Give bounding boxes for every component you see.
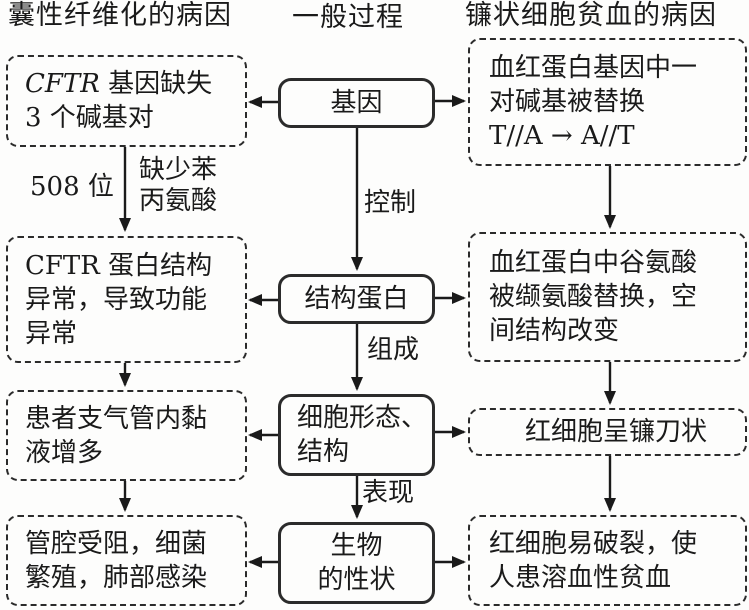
box-traits-text: 生物 的性状 — [317, 531, 396, 595]
label-position-508: 508 位 — [30, 172, 114, 202]
title-general-process: 一般过程 — [292, 2, 404, 33]
label-missing-phenylalanine: 缺少苯 丙氨酸 — [139, 155, 218, 216]
box-traits: 生物 的性状 — [278, 522, 435, 604]
box-cftr-gene-deletion: CFTR 基因缺失 3 个碱基对 — [6, 55, 247, 147]
box-cell-morphology-text: 细胞形态、 结构 — [297, 403, 428, 467]
box-structural-protein: 结构蛋白 — [278, 274, 435, 324]
box-rbc-rupture: 红细胞易破裂，使 人患溶血性贫血 — [468, 515, 747, 606]
box-gene: 基因 — [278, 78, 435, 128]
box-glutamate-valine-substitution: 血红蛋白中谷氨酸 被缬氨酸替换，空 间结构改变 — [468, 232, 747, 362]
cftr-gene-symbol: CFTR — [25, 69, 100, 99]
box-lumen-blocked-text: 管腔受阻，细菌 繁殖，肺部感染 — [25, 528, 208, 593]
box-lumen-blocked: 管腔受阻，细菌 繁殖，肺部感染 — [6, 515, 247, 606]
box-cftr-gene-deletion-text: CFTR 基因缺失 3 个碱基对 — [8, 67, 216, 135]
box-cftr-protein-abnormal-text: CFTR 蛋白结构 异常，导致功能 异常 — [25, 250, 213, 349]
box-hemoglobin-gene-mutation: 血红蛋白基因中一 对碱基被替换 T//A → A//T — [468, 38, 747, 166]
box-hemoglobin-gene-mutation-text: 血红蛋白基因中一 对碱基被替换 T//A → A//T — [489, 53, 698, 151]
box-mucus-increase: 患者支气管内黏 液增多 — [6, 390, 247, 481]
box-sickle-shaped-rbc-text: 红细胞呈镰刀状 — [524, 417, 707, 447]
box-structural-protein-text: 结构蛋白 — [304, 284, 409, 314]
label-compose: 组成 — [367, 335, 420, 365]
box-mucus-increase-text: 患者支气管内黏 液增多 — [25, 403, 208, 468]
label-express: 表现 — [362, 478, 415, 508]
box-sickle-shaped-rbc: 红细胞呈镰刀状 — [468, 408, 747, 456]
box-cftr-protein-abnormal: CFTR 蛋白结构 异常，导致功能 异常 — [6, 236, 247, 363]
box-gene-text: 基因 — [330, 88, 383, 118]
label-control: 控制 — [364, 188, 417, 218]
box-cell-morphology: 细胞形态、 结构 — [278, 394, 435, 476]
box-rbc-rupture-text: 红细胞易破裂，使 人患溶血性贫血 — [489, 528, 698, 593]
box-glutamate-valine-substitution-text: 血红蛋白中谷氨酸 被缬氨酸替换，空 间结构改变 — [489, 248, 698, 346]
cftr-gene-deletion-rest: 基因缺失 3 个碱基对 — [25, 69, 213, 133]
title-sickle-cell: 镰状细胞贫血的病因 — [465, 0, 717, 31]
title-cystic-fibrosis: 囊性纤维化的病因 — [8, 0, 232, 31]
